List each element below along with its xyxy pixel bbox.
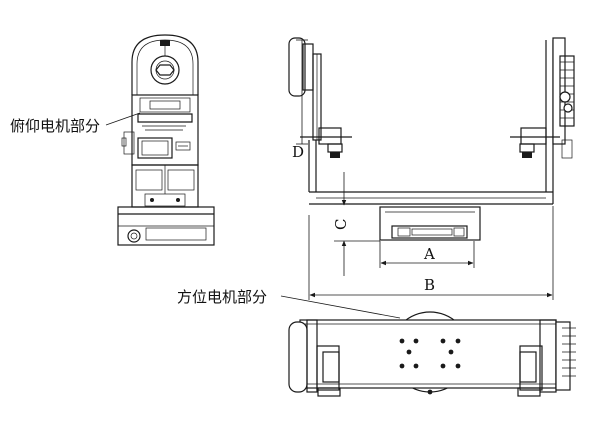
dimension-d: D (292, 39, 308, 161)
dimension-a: A (379, 241, 475, 268)
dimension-c-label: C (332, 219, 350, 230)
pitch-motor-label: 俯仰电机部分 (10, 117, 100, 135)
top-view (288, 311, 576, 397)
front-view (288, 37, 575, 241)
azimuth-motor-leader (280, 295, 401, 319)
dimension-c: C (308, 172, 380, 276)
side-view (117, 34, 215, 246)
dimension-d-label: D (292, 143, 304, 161)
dimension-a-label: A (423, 245, 435, 263)
azimuth-motor-label: 方位电机部分 (177, 288, 267, 306)
pitch-motor-leader (105, 112, 141, 126)
dimension-b-label: B (424, 276, 435, 294)
dimension-b: B (308, 206, 554, 300)
